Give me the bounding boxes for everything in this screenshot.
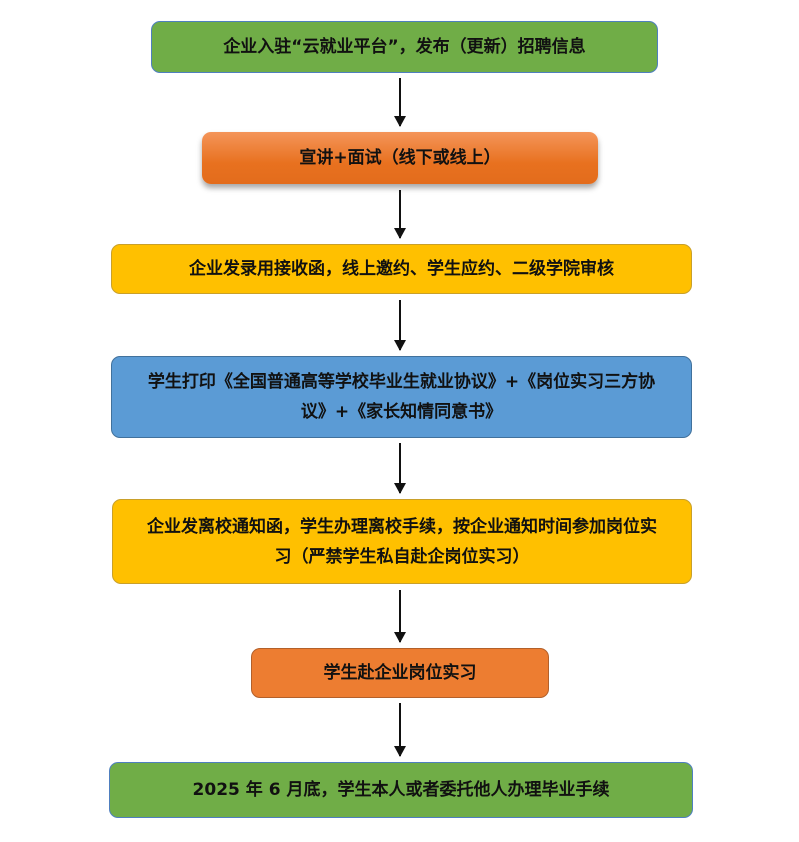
arrow-down-icon: [394, 190, 406, 239]
arrow-down-icon: [394, 443, 406, 494]
step-5-leave-school-notice: 企业发离校通知函，学生办理离校手续，按企业通知时间参加岗位实习（严禁学生私自赴企…: [112, 499, 692, 584]
step-5-text: 企业发离校通知函，学生办理离校手续，按企业通知时间参加岗位实习（严禁学生私自赴企…: [147, 516, 657, 567]
arrow-down-icon: [394, 590, 406, 643]
step-6-internship: 学生赴企业岗位实习: [251, 648, 549, 698]
step-1-text: 企业入驻“云就业平台”，发布（更新）招聘信息: [223, 37, 586, 57]
step-6-text: 学生赴企业岗位实习: [323, 663, 477, 683]
step-2-text: 宣讲+面试（线下或线上）: [299, 148, 501, 168]
arrow-down-icon: [394, 703, 406, 757]
arrow-down-icon: [394, 78, 406, 127]
step-2-presentation-interview: 宣讲+面试（线下或线上）: [202, 132, 598, 184]
step-7-graduation-procedures: 2025 年 6 月底，学生本人或者委托他人办理毕业手续: [109, 762, 693, 818]
arrow-down-icon: [394, 300, 406, 351]
step-4-print-agreements: 学生打印《全国普通高等学校毕业生就业协议》+《岗位实习三方协议》+《家长知情同意…: [111, 356, 692, 438]
step-4-text: 学生打印《全国普通高等学校毕业生就业协议》+《岗位实习三方协议》+《家长知情同意…: [147, 372, 656, 422]
step-7-text: 2025 年 6 月底，学生本人或者委托他人办理毕业手续: [192, 780, 610, 800]
step-3-text: 企业发录用接收函，线上邀约、学生应约、二级学院审核: [189, 259, 614, 279]
step-1-publish-recruitment: 企业入驻“云就业平台”，发布（更新）招聘信息: [151, 21, 658, 73]
step-3-offer-letter: 企业发录用接收函，线上邀约、学生应约、二级学院审核: [111, 244, 692, 294]
